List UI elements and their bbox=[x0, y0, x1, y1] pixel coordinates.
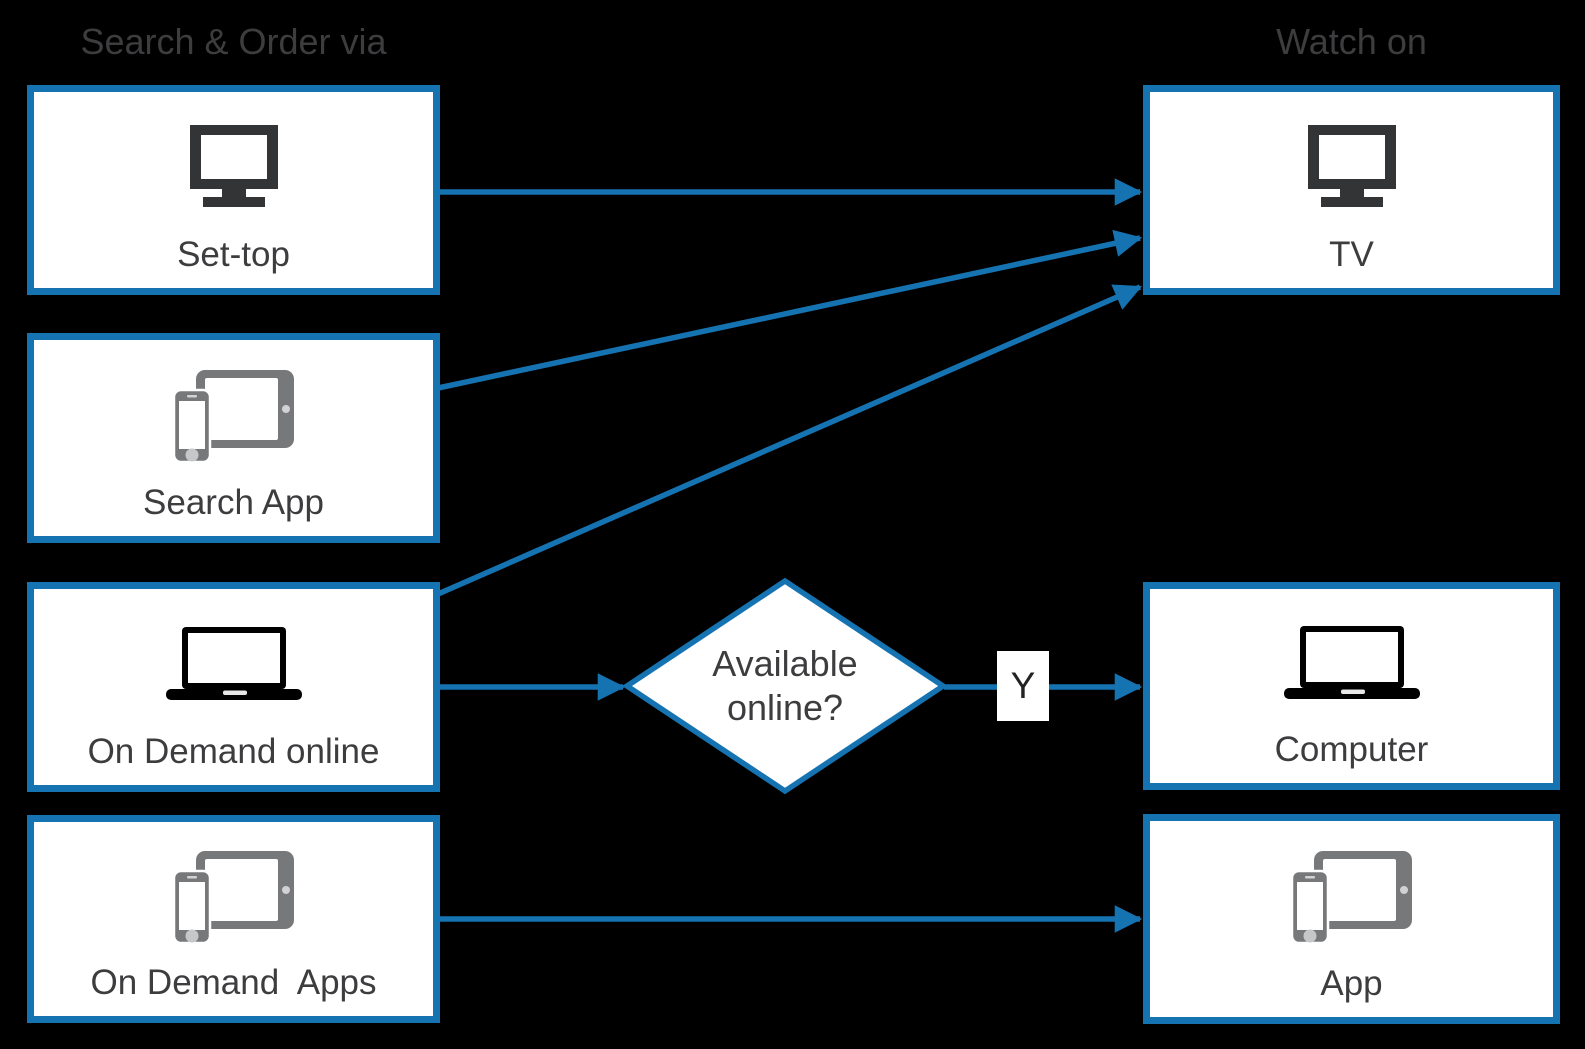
icon-area bbox=[1150, 92, 1553, 234]
tablet-phone-icon bbox=[173, 370, 294, 462]
node-label: Search App bbox=[143, 483, 324, 522]
column-header-search-order: Search & Order via bbox=[80, 21, 387, 62]
node-on-demand-apps: On Demand Apps bbox=[27, 815, 440, 1023]
icon-area bbox=[1150, 589, 1553, 729]
node-label: TV bbox=[1329, 235, 1374, 274]
icon-area bbox=[1150, 821, 1553, 963]
node-label: App bbox=[1320, 964, 1383, 1003]
tv-icon bbox=[189, 125, 278, 207]
laptop-icon bbox=[165, 627, 302, 700]
node-tv: TV bbox=[1143, 85, 1560, 295]
laptop-icon bbox=[1283, 626, 1420, 699]
icon-area bbox=[34, 92, 433, 234]
node-app: App bbox=[1143, 814, 1560, 1024]
decision-diamond bbox=[622, 577, 948, 795]
node-on-demand-online: On Demand online bbox=[27, 582, 440, 792]
tv-icon bbox=[1307, 125, 1396, 207]
column-header-watch-on: Watch on bbox=[1276, 21, 1427, 62]
tablet-phone-icon bbox=[173, 851, 294, 943]
node-search-app: Search App bbox=[27, 333, 440, 543]
icon-area bbox=[34, 822, 433, 962]
icon-area bbox=[34, 340, 433, 482]
tablet-phone-icon bbox=[1291, 851, 1412, 943]
edge-label-yes: Y bbox=[997, 651, 1049, 721]
node-computer: Computer bbox=[1143, 582, 1560, 790]
node-label: On Demand Apps bbox=[90, 963, 377, 1002]
arrow-ondemandonline-to-tv bbox=[436, 284, 1143, 597]
node-label: On Demand online bbox=[87, 732, 380, 771]
node-label: Computer bbox=[1274, 730, 1429, 769]
arrow-searchapp-to-tv bbox=[437, 229, 1143, 391]
node-set-top: Set-top bbox=[27, 85, 440, 295]
decision-label: Available online? bbox=[712, 643, 858, 728]
icon-area bbox=[34, 589, 433, 731]
node-label: Set-top bbox=[177, 235, 290, 274]
